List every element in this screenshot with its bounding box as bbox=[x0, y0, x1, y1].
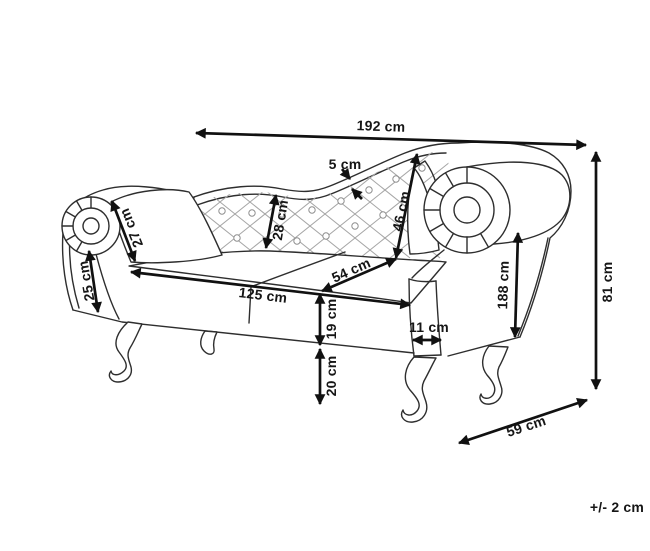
right-arm bbox=[408, 161, 571, 357]
left-scroll-fan bbox=[61, 196, 92, 252]
dim-line-28 bbox=[262, 193, 280, 250]
dimension-arrows bbox=[85, 127, 602, 446]
tolerance-note: +/- 2 cm bbox=[589, 499, 645, 515]
dim-line-192 bbox=[194, 127, 588, 151]
front-left-leg bbox=[108, 321, 143, 383]
dim-label-19: 19 cm bbox=[323, 298, 339, 340]
dim-label-5: 5 cm bbox=[328, 156, 362, 172]
dim-label-192: 192 cm bbox=[356, 117, 406, 135]
front-right-leg bbox=[400, 356, 437, 423]
dim-line-5-upper bbox=[339, 168, 352, 180]
dim-label-81: 81 cm bbox=[599, 261, 615, 303]
dim-label-11: 11 cm bbox=[409, 319, 449, 335]
right-scroll-fan bbox=[423, 166, 490, 254]
dim-line-125 bbox=[129, 267, 412, 310]
left-arm bbox=[61, 185, 223, 320]
dim-label-20: 20 cm bbox=[323, 355, 339, 397]
legs bbox=[108, 321, 509, 423]
dim-line-27 bbox=[110, 199, 137, 263]
dim-line-25 bbox=[85, 249, 102, 314]
dim-line-59 bbox=[457, 397, 589, 446]
dim-line-5-lower bbox=[351, 188, 363, 200]
base-rails bbox=[72, 309, 521, 357]
middle-leg bbox=[200, 330, 218, 355]
dim-line-188 bbox=[509, 231, 524, 339]
dim-label-188: 188 cm bbox=[494, 260, 512, 310]
rear-right-leg bbox=[479, 345, 509, 405]
dim-line-46 bbox=[392, 152, 421, 260]
